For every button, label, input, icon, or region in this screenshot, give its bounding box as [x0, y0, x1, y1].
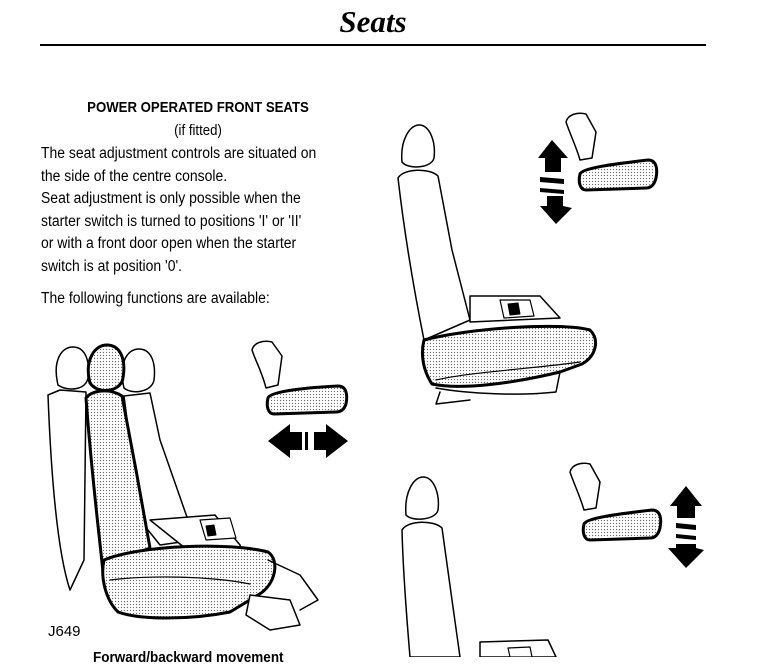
- paragraph-adjustment-conditions: Seat adjustment is only possible when th…: [41, 190, 302, 275]
- section-subheading: (if fitted): [174, 122, 222, 139]
- paragraph-controls-location: The seat adjustment controls are situate…: [41, 145, 317, 185]
- section-heading: POWER OPERATED FRONT SEATS: [87, 99, 309, 116]
- title-rule: [40, 44, 706, 46]
- paragraph-functions-intro: The following functions are available:: [41, 290, 270, 307]
- seat-tilt-illustration: [397, 112, 659, 405]
- page-title: Seats: [339, 4, 407, 39]
- up-down-arrows-icon: [538, 140, 572, 224]
- seat-forward-backward-illustration: [47, 340, 349, 631]
- left-right-arrows-icon: [268, 424, 348, 458]
- seat-height-illustration: [401, 462, 663, 657]
- figure-label: J649: [48, 623, 81, 640]
- figure-caption: Forward/backward movement: [93, 649, 284, 666]
- up-down-arrows-icon: [668, 486, 704, 568]
